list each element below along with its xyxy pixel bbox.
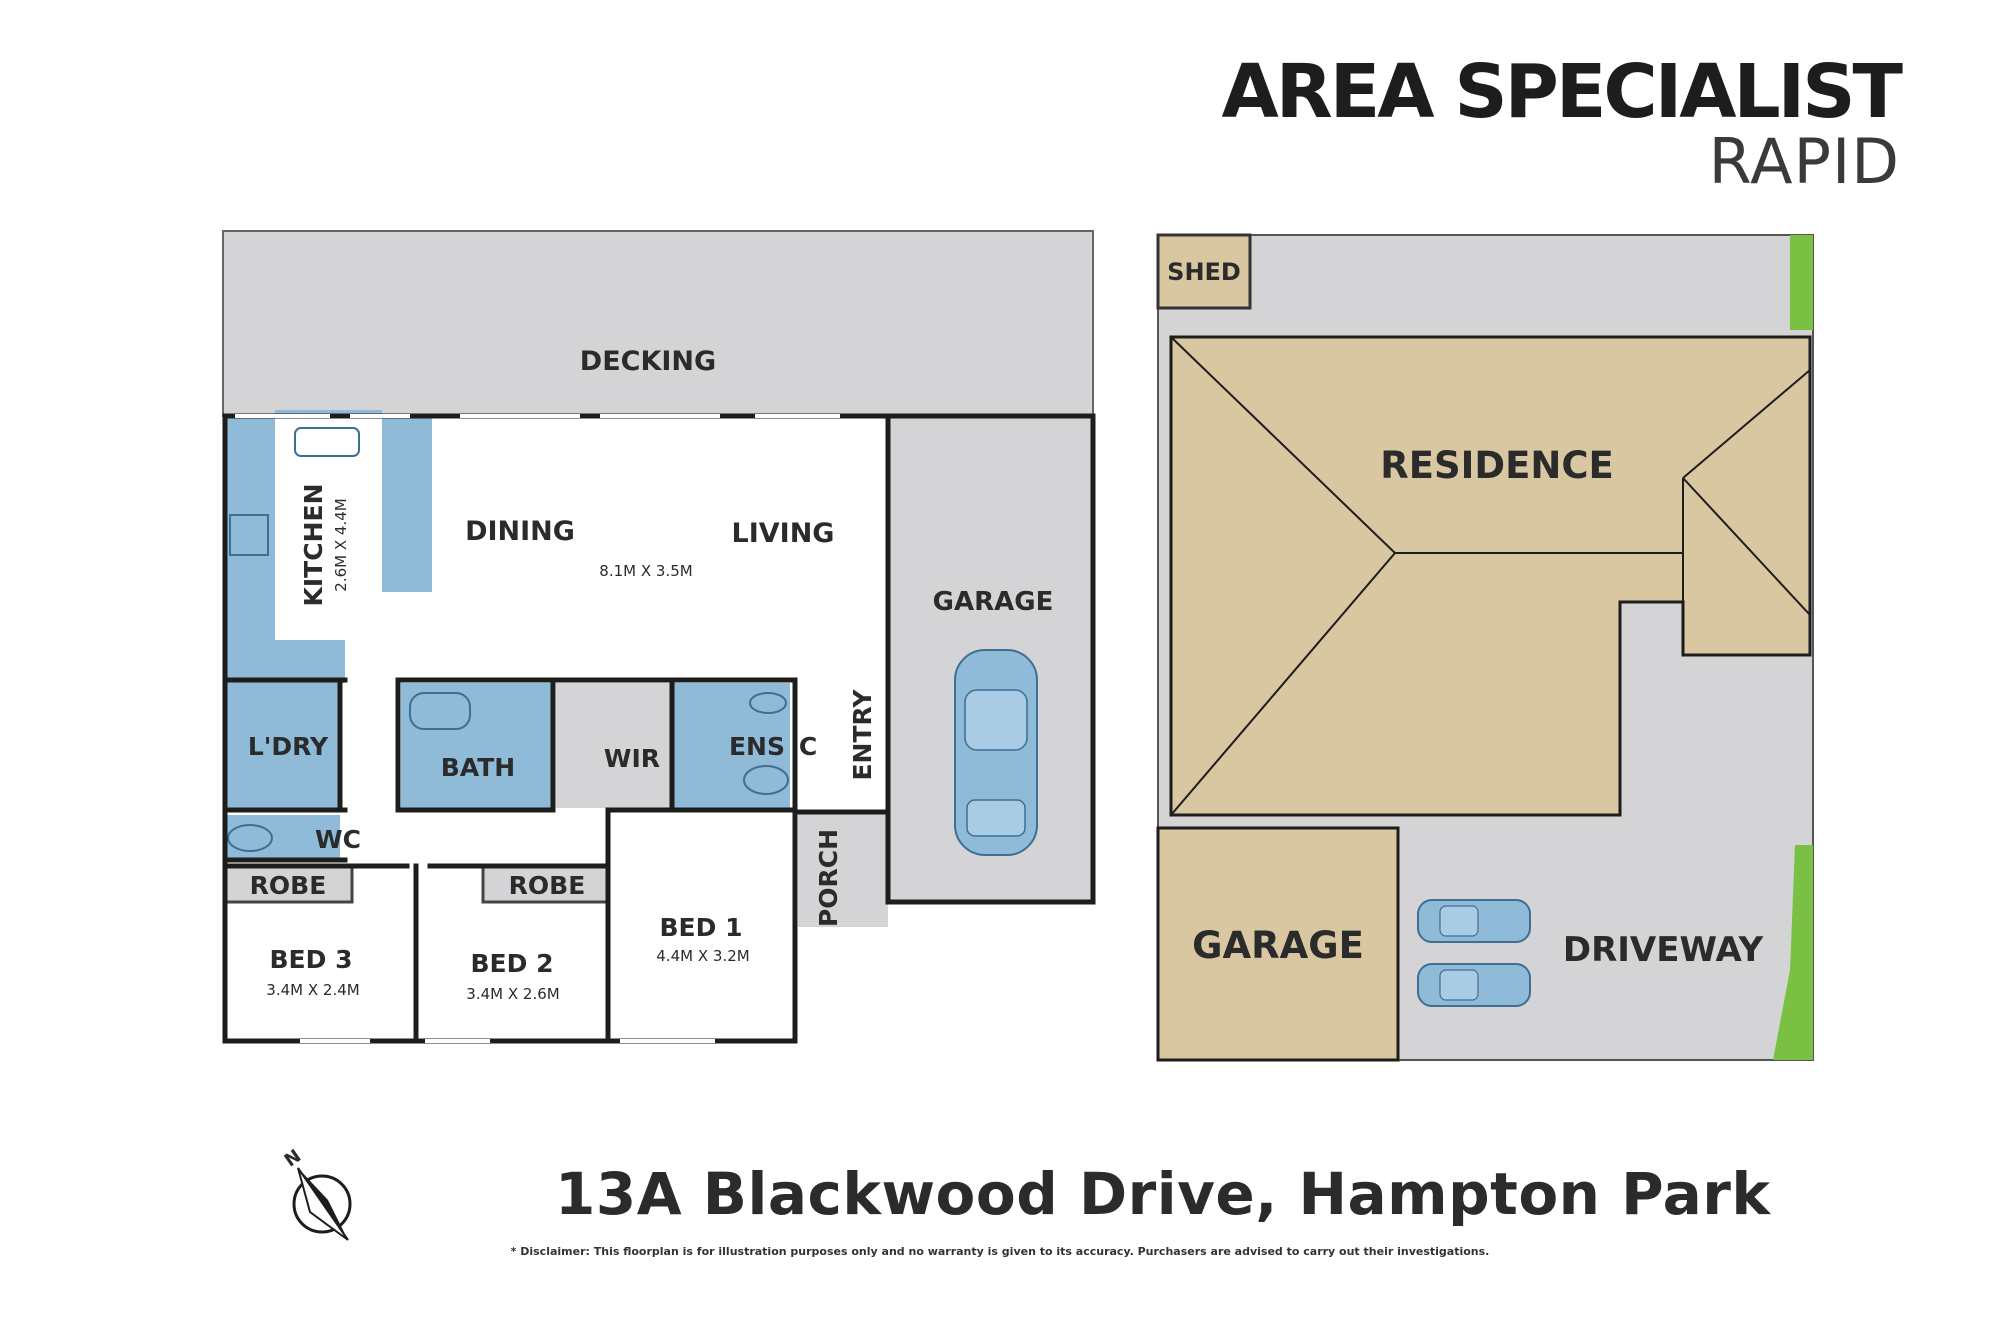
property-address: 13A Blackwood Drive, Hampton Park bbox=[555, 1160, 1771, 1228]
windows bbox=[235, 414, 840, 1043]
compass-north-label: N bbox=[281, 1146, 305, 1172]
entry-label: ENTRY bbox=[848, 689, 877, 781]
living-label: LIVING bbox=[732, 518, 835, 549]
driveway-car-icon-2 bbox=[1417, 963, 1531, 1007]
driveway-car-icon-1 bbox=[1417, 899, 1531, 943]
wc-toilet-icon bbox=[227, 824, 273, 852]
laundry-label: L'DRY bbox=[248, 732, 329, 761]
kitchen-label: KITCHEN bbox=[299, 484, 328, 607]
grass-bottom bbox=[1773, 845, 1813, 1060]
shed-label: SHED bbox=[1167, 258, 1241, 286]
site-garage-block bbox=[1156, 826, 1400, 1062]
bed1-dims: 4.4M X 3.2M bbox=[656, 947, 749, 965]
roof-ridges bbox=[1170, 336, 1811, 816]
bath-floor bbox=[401, 683, 553, 808]
bed2-label: BED 2 bbox=[471, 949, 554, 978]
driveway-label: DRIVEWAY bbox=[1563, 930, 1764, 970]
robe-label-1: ROBE bbox=[250, 871, 327, 900]
wet-areas bbox=[225, 410, 790, 860]
bed3-label: BED 3 bbox=[270, 945, 353, 974]
bed1-label: BED 1 bbox=[660, 913, 743, 942]
logo-main-text: AREA SPECIALIST bbox=[1221, 49, 1903, 135]
dining-label: DINING bbox=[465, 516, 575, 547]
porch-label: PORCH bbox=[814, 829, 843, 927]
ensuite-label: ENS bbox=[729, 732, 785, 761]
garage-car-icon bbox=[954, 649, 1038, 856]
grass-top bbox=[1790, 235, 1813, 330]
bathtub-icon bbox=[409, 692, 471, 730]
walls bbox=[222, 413, 1096, 1044]
residence-label: RESIDENCE bbox=[1380, 444, 1614, 487]
kitchen-bench bbox=[225, 410, 432, 683]
bed3-dims: 3.4M X 2.4M bbox=[266, 981, 359, 999]
wc-label: WC bbox=[315, 825, 361, 854]
logo-sub-text: RAPID bbox=[1708, 125, 1900, 198]
ensuite-basin-icon bbox=[749, 692, 787, 714]
bath-label: BATH bbox=[441, 753, 515, 782]
site-garage-label: GARAGE bbox=[1192, 924, 1364, 967]
ensuite-floor bbox=[673, 683, 790, 808]
compass-icon: N bbox=[281, 1146, 352, 1241]
wir-label: WIR bbox=[604, 744, 660, 773]
living-dims: 8.1M X 3.5M bbox=[599, 562, 692, 580]
wc-floor bbox=[225, 815, 340, 860]
porch-area bbox=[798, 812, 888, 927]
shed-block bbox=[1156, 233, 1252, 310]
laundry-floor bbox=[225, 683, 340, 808]
brand-logo: AREA SPECIALIST RAPID bbox=[1221, 49, 1903, 198]
kitchen-dims: 2.6M X 4.4M bbox=[332, 498, 350, 591]
cooktop-icon bbox=[229, 514, 269, 556]
decking-label: DECKING bbox=[580, 346, 716, 377]
cupboard-label: C bbox=[799, 732, 817, 761]
garage-label: GARAGE bbox=[933, 587, 1054, 617]
decking-area bbox=[222, 230, 1094, 417]
robe-label-2: ROBE bbox=[509, 871, 586, 900]
wir-area bbox=[556, 683, 672, 808]
ensuite-toilet-icon bbox=[743, 765, 789, 795]
bed2-dims: 3.4M X 2.6M bbox=[466, 985, 559, 1003]
sink-icon bbox=[294, 427, 360, 457]
disclaimer-text: * Disclaimer: This floorplan is for illu… bbox=[510, 1245, 1490, 1258]
